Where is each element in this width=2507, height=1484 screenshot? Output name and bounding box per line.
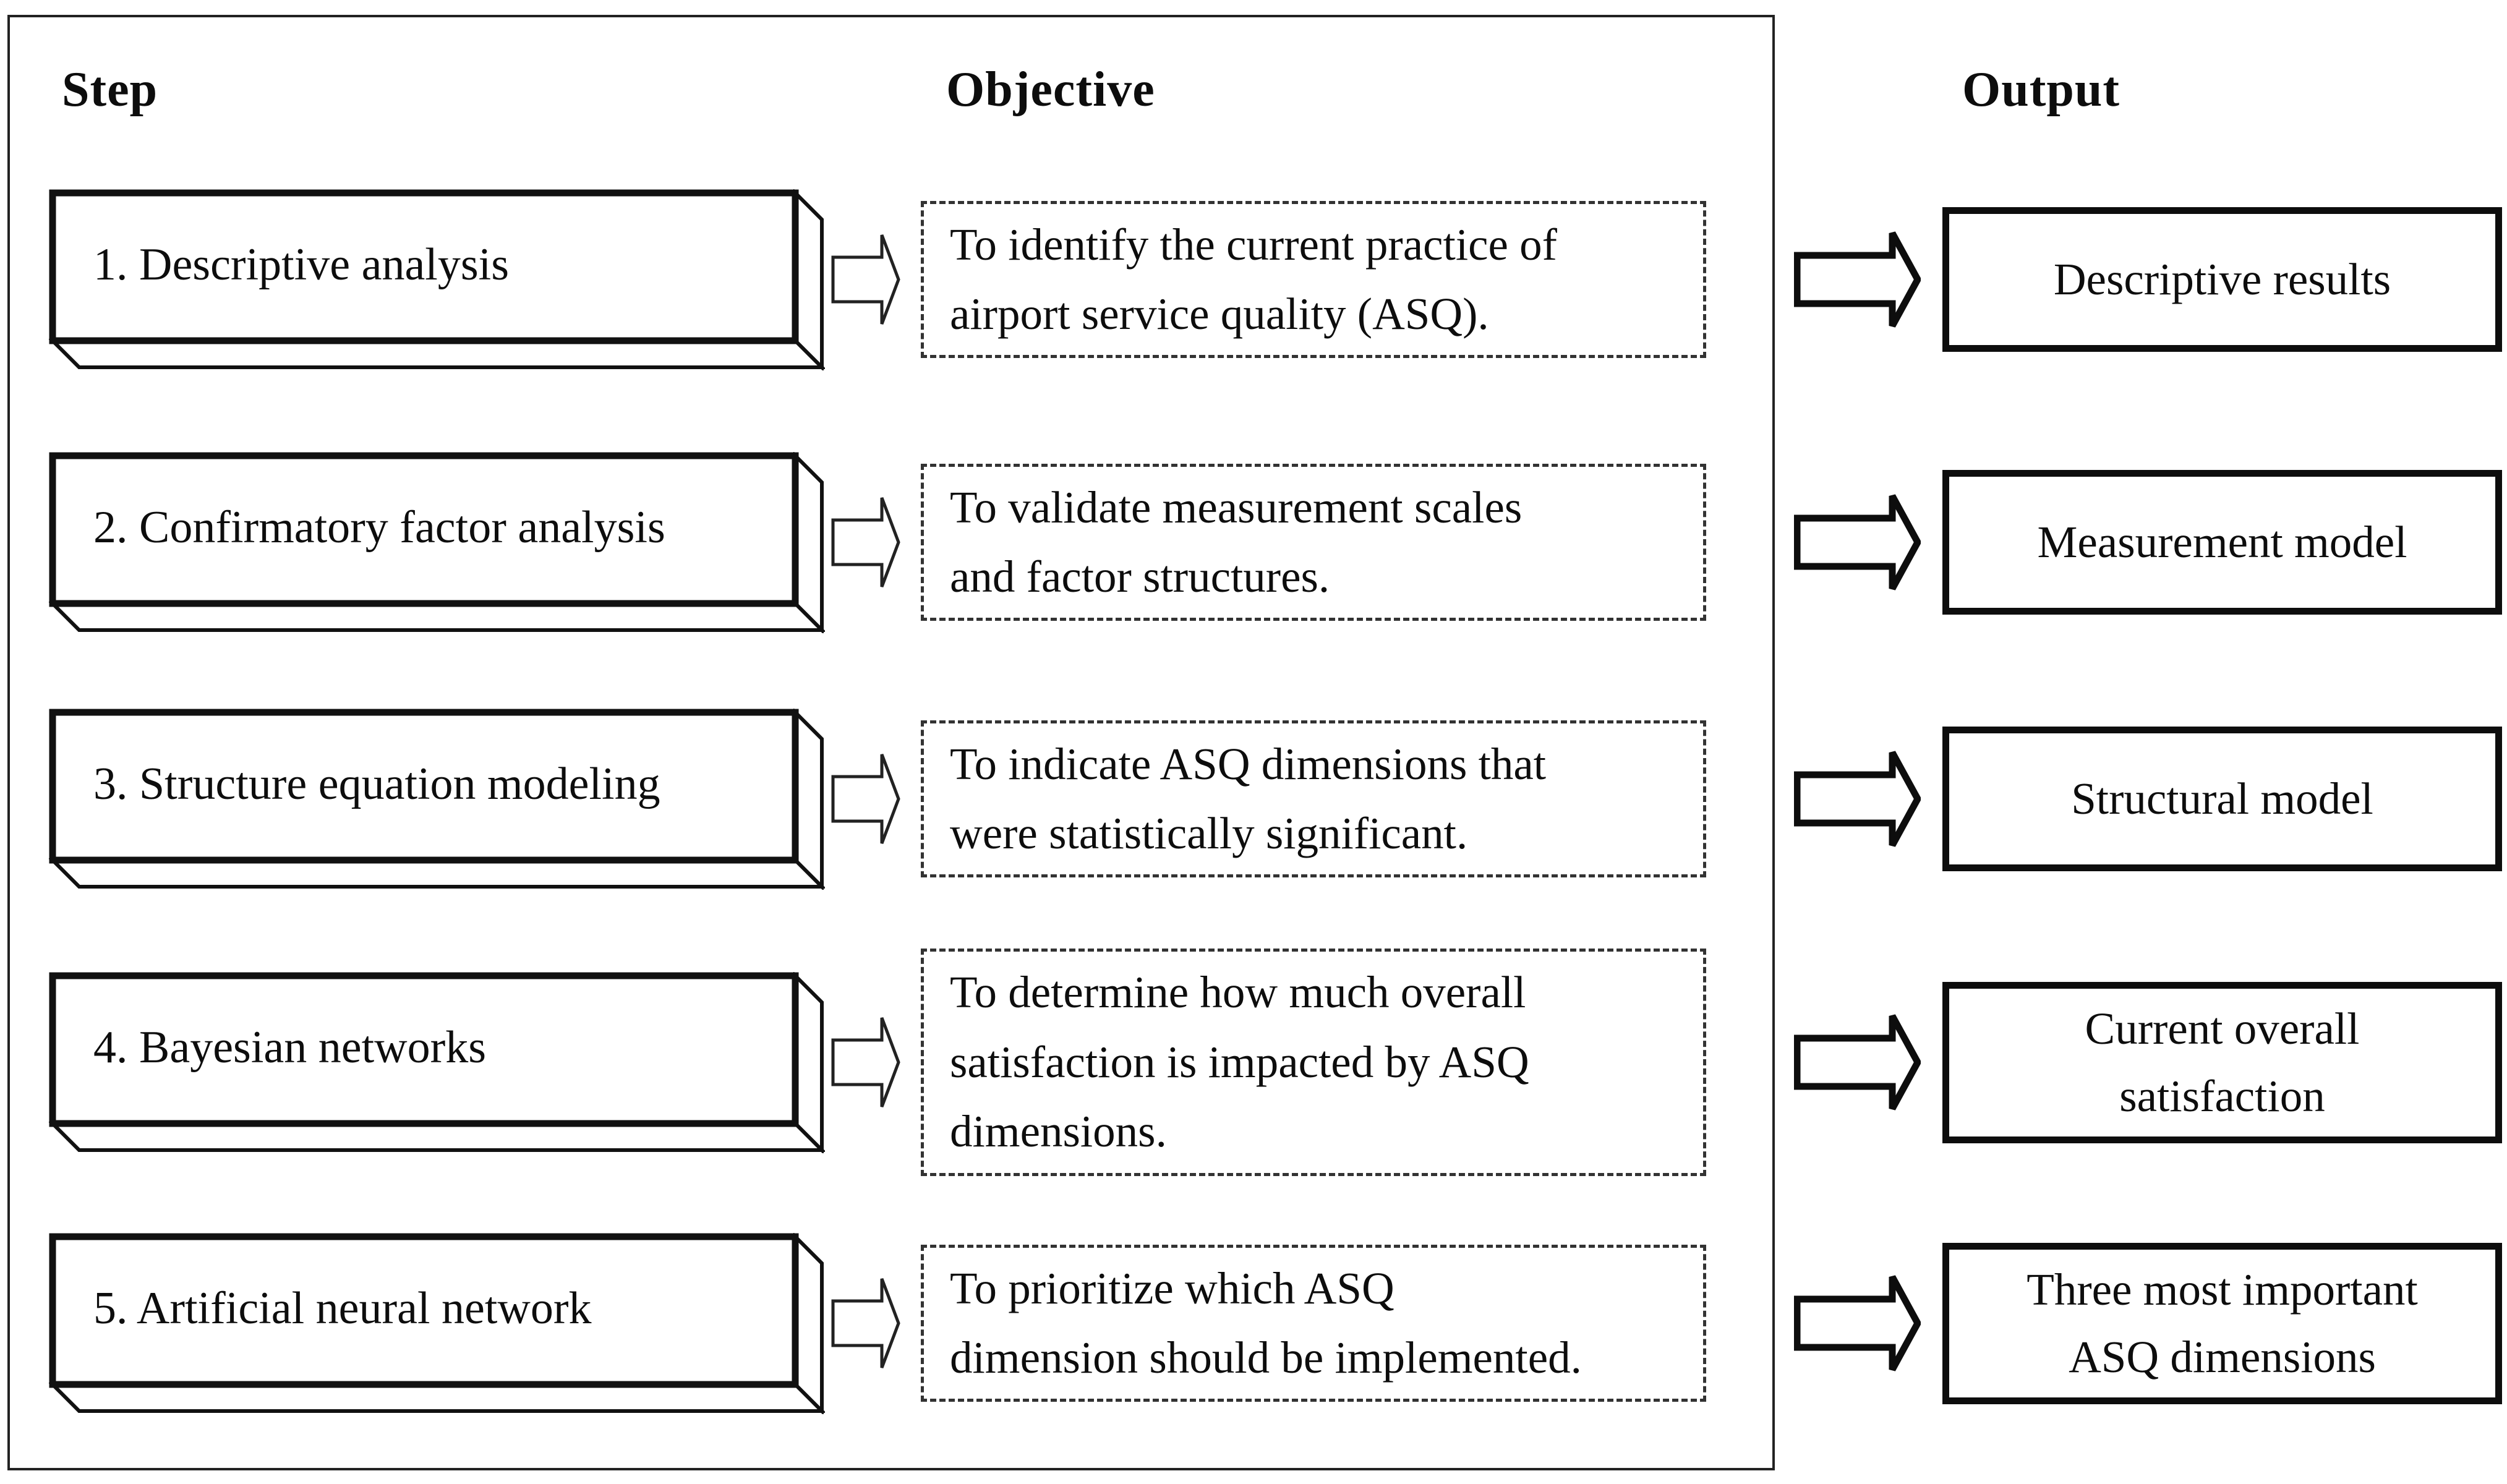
- flow-row-2: 2. Confirmatory factor analysis To valid…: [0, 431, 2507, 654]
- flow-row-3: 3. Structure equation modeling To indica…: [0, 688, 2507, 910]
- step-box-3d: 1. Descriptive analysis: [49, 189, 825, 370]
- objective-box: To prioritize which ASQ dimension should…: [921, 1244, 1706, 1402]
- output-box: Structural model: [1942, 727, 2502, 871]
- output-text: Three most important ASQ dimensions: [2027, 1264, 2418, 1383]
- step-label: 2. Confirmatory factor analysis: [93, 501, 665, 553]
- step-label: 1. Descriptive analysis: [93, 239, 509, 290]
- cube-shape: [49, 451, 825, 633]
- step-box-3d: 4. Bayesian networks: [49, 971, 825, 1153]
- arrow-right-icon: [831, 1017, 900, 1107]
- step-box-3d: 2. Confirmatory factor analysis: [49, 451, 825, 633]
- output-text: Current overall satisfaction: [2085, 1003, 2360, 1122]
- cube-shape: [49, 708, 825, 890]
- arrow-right-bold-icon: [1794, 231, 1921, 328]
- objective-text: To identify the current practice of airp…: [950, 219, 1557, 339]
- step-label: 4. Bayesian networks: [93, 1021, 487, 1073]
- column-header-output: Output: [1962, 62, 2120, 117]
- output-text: Structural model: [2071, 774, 2373, 824]
- flow-row-5: 5. Artificial neural network To prioriti…: [0, 1212, 2507, 1435]
- arrow-right-icon: [831, 754, 900, 844]
- arrow-right-icon: [831, 1278, 900, 1368]
- objective-text: To validate measurement scales and facto…: [950, 482, 1523, 602]
- column-header-objective: Objective: [946, 62, 1155, 117]
- arrow-right-bold-icon: [1794, 751, 1921, 847]
- step-box-3d: 3. Structure equation modeling: [49, 708, 825, 890]
- objective-text: To indicate ASQ dimensions that were sta…: [950, 738, 1547, 858]
- objective-text: To prioritize which ASQ dimension should…: [950, 1263, 1582, 1383]
- arrow-right-icon: [831, 497, 900, 587]
- objective-box: To validate measurement scales and facto…: [921, 463, 1706, 621]
- objective-box: To determine how much overall satisfacti…: [921, 949, 1706, 1176]
- output-box: Descriptive results: [1942, 207, 2502, 352]
- arrow-right-bold-icon: [1794, 1014, 1921, 1111]
- arrow-right-bold-icon: [1794, 1275, 1921, 1371]
- flow-row-1: 1. Descriptive analysis To identify the …: [0, 168, 2507, 391]
- step-label: 5. Artificial neural network: [93, 1282, 592, 1334]
- cube-shape: [49, 189, 825, 370]
- objective-text: To determine how much overall satisfacti…: [950, 967, 1529, 1157]
- objective-box: To identify the current practice of airp…: [921, 200, 1706, 359]
- output-box: Current overall satisfaction: [1942, 981, 2502, 1143]
- arrow-right-icon: [831, 234, 900, 325]
- arrow-right-bold-icon: [1794, 494, 1921, 591]
- output-text: Measurement model: [2037, 517, 2407, 568]
- column-header-step: Step: [62, 62, 158, 117]
- step-label: 3. Structure equation modeling: [93, 758, 660, 809]
- output-box: Three most important ASQ dimensions: [1942, 1242, 2502, 1404]
- output-box: Measurement model: [1942, 470, 2502, 615]
- cube-shape: [49, 1232, 825, 1414]
- objective-box: To indicate ASQ dimensions that were sta…: [921, 720, 1706, 878]
- flow-row-4: 4. Bayesian networks To determine how mu…: [0, 949, 2507, 1176]
- step-box-3d: 5. Artificial neural network: [49, 1232, 825, 1414]
- output-text: Descriptive results: [2053, 254, 2391, 305]
- steps-objectives-frame: [7, 15, 1775, 1470]
- cube-shape: [49, 971, 825, 1153]
